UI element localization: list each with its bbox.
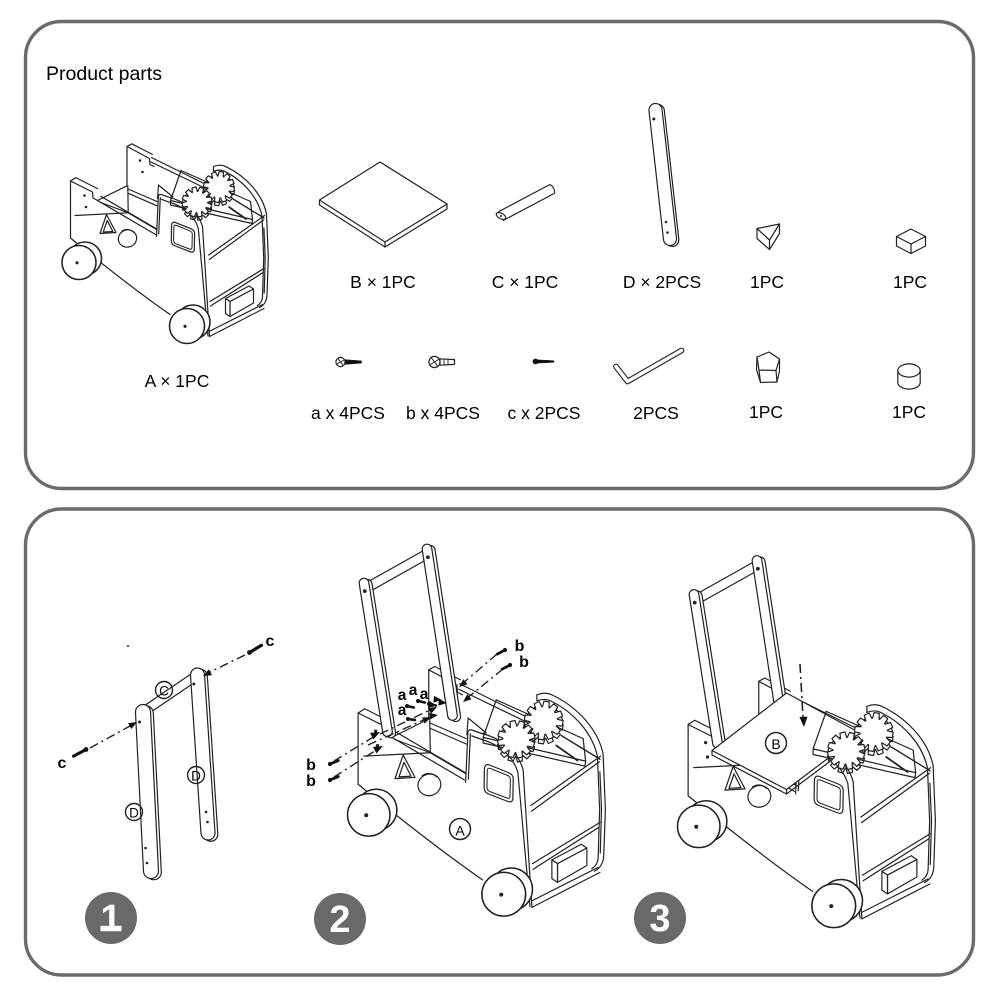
svg-text:b: b: [515, 638, 525, 655]
svg-text:Product parts: Product parts: [46, 63, 162, 85]
svg-text:a: a: [398, 687, 407, 704]
svg-text:c: c: [58, 755, 67, 772]
svg-text:2: 2: [329, 899, 350, 941]
svg-text:1: 1: [100, 898, 121, 940]
svg-text:b: b: [306, 757, 316, 774]
svg-text:b: b: [306, 773, 316, 790]
svg-text:3: 3: [649, 898, 670, 940]
svg-text:a x 4PCS: a x 4PCS: [311, 403, 385, 423]
svg-text:b: b: [519, 654, 529, 671]
svg-text:b x 4PCS: b x 4PCS: [406, 403, 480, 423]
svg-text:a: a: [409, 682, 418, 699]
svg-text:B: B: [771, 736, 780, 752]
svg-text:C × 1PC: C × 1PC: [492, 272, 559, 292]
svg-text:a: a: [420, 686, 429, 703]
svg-text:c x 2PCS: c x 2PCS: [508, 403, 581, 423]
svg-text:c: c: [266, 633, 275, 650]
svg-text:2PCS: 2PCS: [633, 403, 679, 423]
svg-text:C: C: [159, 684, 169, 699]
svg-text:1PC: 1PC: [892, 402, 926, 422]
svg-text:1PC: 1PC: [893, 272, 927, 292]
svg-text:A: A: [455, 823, 465, 839]
svg-text:D × 2PCS: D × 2PCS: [623, 272, 701, 292]
svg-text:B × 1PC: B × 1PC: [350, 272, 416, 292]
svg-text:D: D: [191, 769, 201, 784]
svg-text:1PC: 1PC: [750, 272, 784, 292]
svg-text:A × 1PC: A × 1PC: [145, 371, 210, 391]
svg-text:a: a: [398, 702, 407, 719]
svg-text:1PC: 1PC: [749, 402, 783, 422]
svg-text:D: D: [129, 806, 139, 821]
